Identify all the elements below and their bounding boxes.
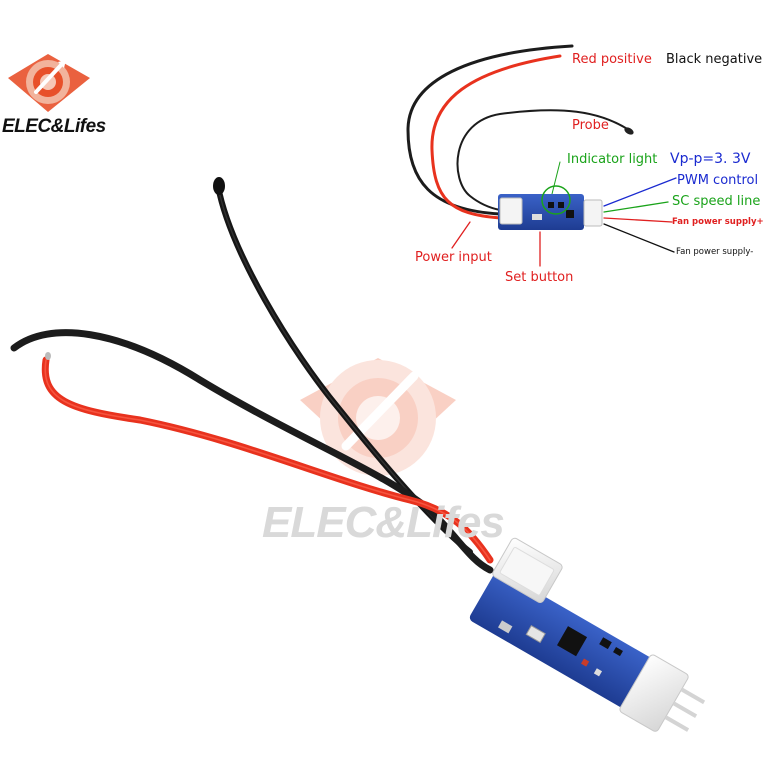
label-set-button: Set button — [505, 270, 574, 285]
label-fan-power-supply-minus: Fan power supply- — [676, 247, 754, 257]
brand-logo-icon — [8, 54, 90, 112]
main-module — [469, 537, 706, 732]
main-wires — [10, 183, 494, 574]
label-red-positive: Red positive — [572, 52, 652, 67]
diagram-wires — [406, 44, 677, 267]
label-indicator-light: Indicator light — [567, 152, 658, 167]
label-vpp: Vp-p=3. 3V — [670, 151, 751, 167]
label-sc-speed-line: SC speed line — [672, 194, 761, 209]
wire-tip-icon — [45, 352, 51, 360]
label-black-negative: Black negative — [666, 52, 763, 67]
label-fan-power-supply-plus: Fan power supply+ — [672, 217, 764, 227]
brand-name: ELEC&Lifes — [2, 116, 106, 137]
label-probe: Probe — [572, 118, 609, 133]
probe-tip-icon — [213, 177, 225, 195]
watermark-text: ELEC&Lifes — [262, 498, 505, 547]
diagram-module — [498, 185, 603, 230]
label-pwm-control: PWM control — [677, 173, 759, 188]
label-power-input: Power input — [415, 250, 492, 265]
